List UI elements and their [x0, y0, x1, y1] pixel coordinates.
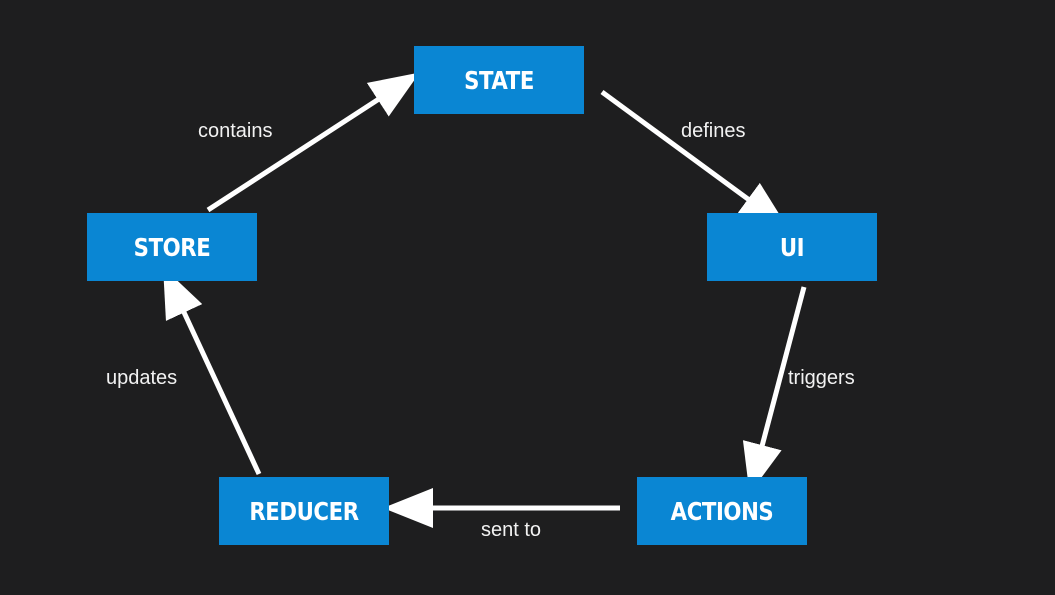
actions-node: ACTIONS [637, 477, 807, 545]
arrow-triggers [742, 286, 807, 494]
ui-node: UI [707, 213, 877, 281]
arrow-updates [163, 267, 262, 476]
edge-label-updates: updates [106, 367, 178, 389]
state-node-label: STATE [464, 65, 534, 95]
store-node: STORE [87, 213, 257, 281]
edge-label-sent-to: sent to [481, 519, 542, 541]
state-node: STATE [414, 46, 584, 114]
store-node-label: STORE [133, 232, 211, 262]
edge-label-contains: contains [198, 120, 273, 142]
reducer-node-label: REDUCER [249, 496, 359, 526]
ui-node-label: UI [779, 232, 805, 262]
actions-node-label: ACTIONS [670, 496, 774, 526]
edge-label-triggers: triggers [788, 367, 855, 389]
arrow-contains [206, 72, 420, 213]
edge-label-defines: defines [681, 120, 746, 142]
reducer-node: REDUCER [219, 477, 389, 545]
arrow-defines [600, 89, 789, 229]
